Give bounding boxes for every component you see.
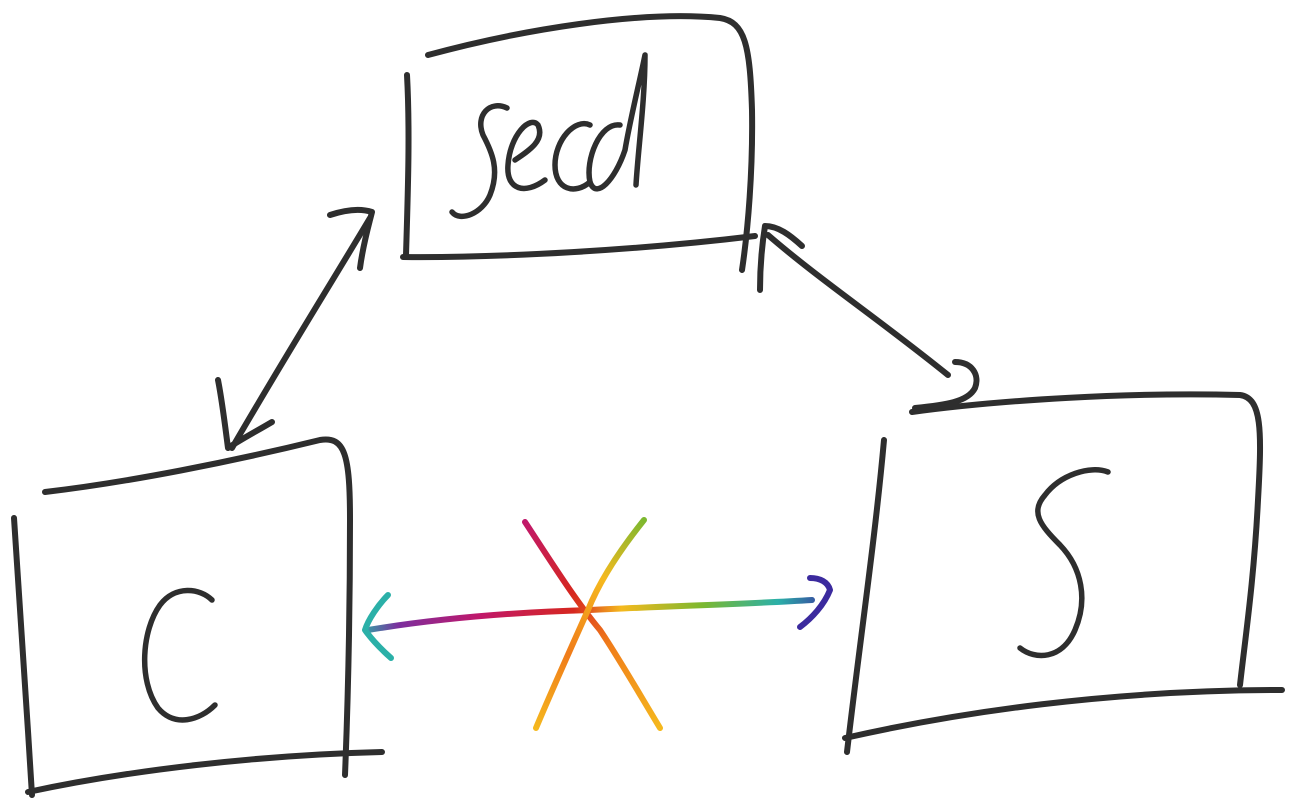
s-label <box>1017 467 1111 659</box>
s-label-text: S <box>1060 569 1061 571</box>
edge-seed-c <box>215 206 375 451</box>
c-box-left <box>11 515 35 798</box>
edge-seed-c-line <box>229 215 373 451</box>
edge-seed-s-arrowhead-top <box>757 223 805 293</box>
s-box-left <box>844 437 887 755</box>
c-node: C <box>11 436 385 798</box>
edge-seed-s <box>757 223 980 411</box>
edge-seed-c-arrowhead-bottom <box>215 377 275 451</box>
seed-label <box>449 52 648 219</box>
s-box-top <box>909 391 1263 688</box>
edge-c-s-cross-stroke-2 <box>533 517 647 731</box>
seed-box <box>425 13 756 273</box>
edge-c-s-arrowhead-left <box>362 592 394 661</box>
s-node: S <box>842 391 1285 755</box>
c-label <box>141 587 218 723</box>
edge-seed-s-arrowhead-bottom <box>912 359 980 411</box>
c-box-top <box>42 436 353 778</box>
c-label-text: C <box>180 659 181 661</box>
edge-seed-c-arrowhead-top <box>327 206 375 271</box>
edge-c-s-arrowhead-right <box>797 575 833 630</box>
seed-node: seed <box>400 13 758 273</box>
seed-box-left <box>403 72 412 258</box>
seed-label-text: seed <box>560 169 563 171</box>
edge-c-s-cross-stroke-1 <box>522 519 663 731</box>
s-box-bottom <box>842 687 1285 741</box>
seed-box-bottom <box>400 233 758 261</box>
edge-seed-s-line <box>765 232 951 378</box>
edge-c-s <box>362 517 833 731</box>
c-box-bottom <box>25 749 385 795</box>
